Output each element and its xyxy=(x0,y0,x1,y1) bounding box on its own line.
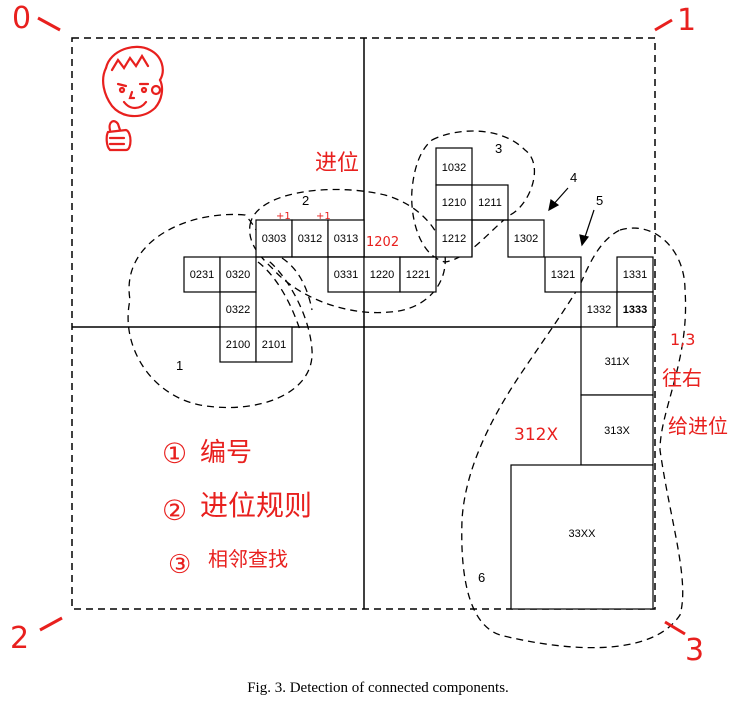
cell-1212 xyxy=(435,219,473,258)
cell-1220 xyxy=(363,256,401,293)
cells xyxy=(183,147,654,610)
list-item-2-text: 进位规则 xyxy=(200,489,312,522)
cell-label: 0303 xyxy=(262,233,286,245)
cell-1331 xyxy=(616,256,654,293)
arrows xyxy=(548,187,595,247)
list-item-2-number: ② xyxy=(162,494,187,527)
cell-label: 33XX xyxy=(569,528,597,540)
cell-1321 xyxy=(544,256,582,293)
cell-1032 xyxy=(435,147,473,186)
cell-label: 0313 xyxy=(334,233,358,245)
region-1 xyxy=(127,213,313,409)
cell-label: 1221 xyxy=(406,269,430,281)
component-label-3: 3 xyxy=(495,141,502,156)
cell-label: 0312 xyxy=(298,233,322,245)
cell-label: 0331 xyxy=(334,269,358,281)
cell-label: 2100 xyxy=(226,339,250,351)
smiley-doodle xyxy=(102,45,164,152)
cell-label: 311X xyxy=(605,356,631,368)
component-label-5: 5 xyxy=(596,193,603,208)
component-label-1: 1 xyxy=(176,358,183,373)
corner-label-0: 0 xyxy=(12,1,31,36)
cell-1333 xyxy=(616,291,654,328)
cell-label: 0320 xyxy=(226,269,250,281)
region-1-inner-dashes xyxy=(257,257,313,331)
cell-label: 1220 xyxy=(370,269,394,281)
corner-label-2: 2 xyxy=(10,621,29,656)
list-item-1-text: 编号 xyxy=(200,438,252,468)
cell-label: 2101 xyxy=(262,339,286,351)
cell-0303 xyxy=(255,219,293,258)
cell-label: 1212 xyxy=(442,233,466,245)
cell-label: 313X xyxy=(604,425,630,437)
cell-label: 1321 xyxy=(551,269,575,281)
annotation-plus-one-b: +1 xyxy=(316,211,331,222)
region-3 xyxy=(411,130,536,263)
region-2 xyxy=(249,188,446,314)
figure-caption: Fig. 3. Detection of connected component… xyxy=(247,680,509,696)
annotation-13: 1,3 xyxy=(670,330,695,349)
cell-2101 xyxy=(255,326,293,363)
annotation-plus-one-a: +1 xyxy=(276,211,291,222)
corner-stroke-3 xyxy=(664,620,686,636)
corner-stroke-0 xyxy=(37,16,61,32)
corner-stroke-1 xyxy=(654,18,673,32)
cell-label: 0231 xyxy=(190,269,214,281)
annotation-jinwei-side: 给进位 xyxy=(668,414,728,438)
cell-label: 1332 xyxy=(587,304,611,316)
cell-label: 1333 xyxy=(623,304,647,316)
annotation-1202: 1202 xyxy=(366,235,399,250)
cell-label: 1032 xyxy=(442,162,466,174)
cell-1211 xyxy=(471,184,509,221)
component-label-6: 6 xyxy=(478,570,485,585)
corner-label-3: 3 xyxy=(685,633,704,668)
list-item-3-text: 相邻查找 xyxy=(208,547,288,571)
cell-label: 1211 xyxy=(478,197,502,209)
component-regions xyxy=(127,130,687,649)
cell-labels: 0231 0320 0322 2100 2101 0303 0312 0313 … xyxy=(190,162,647,540)
annotation-wangxia: 往右 xyxy=(662,366,702,390)
annotation-jinwei-top: 进位 xyxy=(315,151,359,176)
cell-1210 xyxy=(435,184,473,221)
component-label-4: 4 xyxy=(570,170,577,185)
annotation-312x: 312X xyxy=(514,425,558,445)
cell-33XX xyxy=(510,464,654,610)
cell-1302 xyxy=(507,219,545,258)
cell-label: 1302 xyxy=(514,233,538,245)
corner-label-1: 1 xyxy=(677,3,696,38)
cell-label: 0322 xyxy=(226,304,250,316)
region-6 xyxy=(461,227,687,649)
cell-311X xyxy=(580,326,654,396)
cell-label: 1331 xyxy=(623,269,647,281)
component-label-2: 2 xyxy=(302,193,309,208)
cell-0322 xyxy=(219,291,257,328)
cell-0320 xyxy=(219,256,257,293)
list-item-3-number: ③ xyxy=(168,550,191,580)
cell-313X xyxy=(580,394,654,466)
list-item-1-number: ① xyxy=(162,437,187,470)
corner-stroke-2 xyxy=(39,616,63,632)
cell-label: 1210 xyxy=(442,197,466,209)
